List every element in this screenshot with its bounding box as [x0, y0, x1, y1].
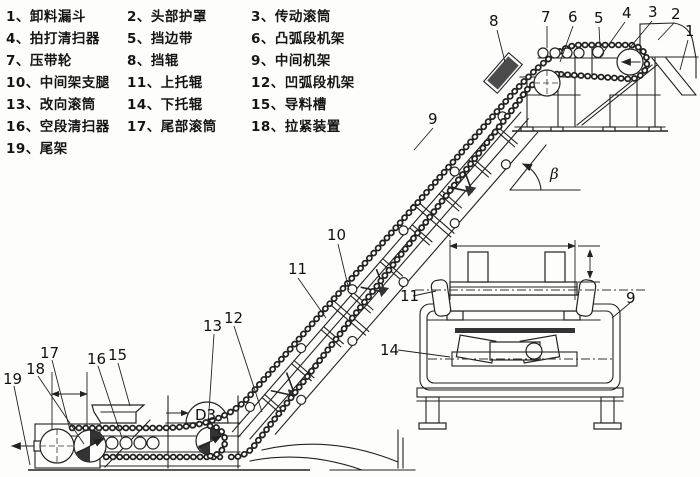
callout-9-section: 9 [626, 289, 636, 307]
legend-item-3: 3、传动滚筒 [251, 9, 331, 25]
pressure-wheels [537, 47, 585, 59]
legend-item-8: 8、挡辊 [127, 53, 179, 69]
callout-8: 8 [489, 12, 499, 30]
cleat-height-dimension [578, 245, 600, 283]
parts-legend: 1、卸料漏斗 2、头部护罩 3、传动滚筒 4、拍打清扫器 5、挡边带 6、凸弧段… [6, 6, 355, 160]
legend-item-5: 5、挡边带 [127, 31, 193, 47]
callout-12: 12 [224, 309, 243, 327]
belt-width-dimension [449, 240, 576, 300]
callout-7: 7 [541, 8, 551, 26]
legend-item-9: 9、中间机架 [251, 53, 331, 69]
callout-9: 9 [428, 110, 438, 128]
tail-pulley [39, 428, 75, 464]
legend-item-14: 14、下托辊 [127, 97, 203, 113]
beating-cleaner [591, 45, 605, 59]
drive-drum [616, 48, 644, 76]
legend-item-12: 12、凹弧段机架 [251, 75, 355, 91]
cross-section-view [415, 240, 648, 430]
callout-4: 4 [622, 4, 632, 22]
sidewall-belt-chains [68, 41, 651, 461]
discharge-hopper [651, 57, 697, 96]
legend-item-2: 2、头部护罩 [127, 9, 207, 25]
legend-item-10: 10、中间架支腿 [6, 75, 110, 91]
tail-station [10, 372, 310, 471]
leader-lines [13, 20, 689, 466]
legend-item-19: 19、尾架 [6, 141, 68, 157]
beta-label: β [549, 165, 559, 183]
callout-2: 2 [671, 5, 681, 23]
legend-item-18: 18、拉紧装置 [251, 119, 341, 135]
legend-item-4: 4、拍打清扫器 [6, 31, 100, 47]
legend-item-1: 1、卸料漏斗 [6, 9, 86, 25]
guide-chute [91, 404, 146, 424]
bend-drum-head [533, 69, 561, 97]
callout-11: 11 [288, 260, 307, 278]
callout-19: 19 [3, 370, 22, 388]
cleaner-discs [105, 436, 160, 450]
callout-3: 3 [648, 3, 658, 21]
legend-item-6: 6、凸弧段机架 [251, 31, 345, 47]
blocking-roller-block [482, 51, 524, 95]
callout-13: 13 [203, 317, 222, 335]
takeup-drum [73, 429, 107, 463]
legend-item-11: 11、上托辊 [127, 75, 203, 91]
legend-item-17: 17、尾部滚筒 [127, 119, 217, 135]
drum-diameter-label: D3 [195, 406, 216, 424]
callout-6: 6 [568, 8, 578, 26]
callout-10: 10 [327, 226, 346, 244]
legend-item-13: 13、改向滚筒 [6, 97, 96, 113]
concave-arc-frame [249, 429, 416, 471]
callout-numbers: 8 7 6 5 4 3 2 1 9 10 11 13 12 17 18 19 1… [3, 3, 695, 424]
callout-17: 17 [40, 344, 59, 362]
callout-11-section: 11 [400, 287, 419, 305]
head-guard [639, 22, 699, 59]
inclination-angle: β [509, 144, 581, 191]
legend-item-16: 16、空段清扫器 [6, 119, 110, 135]
callout-16: 16 [87, 350, 106, 368]
callout-5: 5 [594, 9, 604, 27]
legend-item-7: 7、压带轮 [6, 53, 72, 69]
callout-15: 15 [108, 346, 127, 364]
lower-idler-rollers [296, 159, 512, 405]
callout-14: 14 [380, 341, 399, 359]
bend-drum [166, 401, 229, 456]
callout-18: 18 [26, 360, 45, 378]
callout-1: 1 [685, 22, 695, 40]
legend-item-15: 15、导料槽 [251, 97, 327, 113]
